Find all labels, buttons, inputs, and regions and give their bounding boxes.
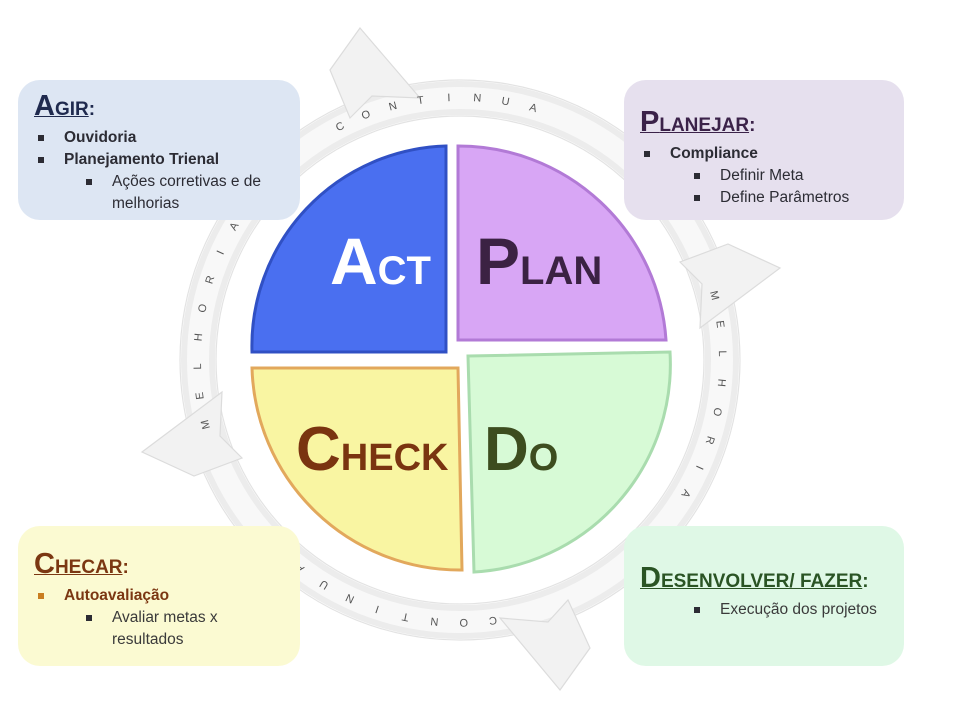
agir-title-colon: : bbox=[88, 99, 96, 120]
ring-arrows bbox=[140, 27, 782, 691]
planejar-subitem-meta: Definir Meta bbox=[690, 165, 888, 187]
planejar-title-colon: : bbox=[749, 115, 756, 136]
checar-title-colon: : bbox=[122, 557, 129, 578]
ring-letter: O bbox=[710, 406, 724, 419]
fazer-subitem-execucao: Execução dos projetos bbox=[690, 599, 888, 621]
planejar-sublist: Definir Meta Define Parâmetros bbox=[690, 165, 888, 209]
ring-arrow-left bbox=[140, 390, 244, 477]
label-do-rest: O bbox=[529, 437, 559, 479]
ring-letter: O bbox=[360, 108, 374, 123]
agir-title-initial: A bbox=[34, 90, 55, 122]
planejar-title-initial: P bbox=[640, 106, 660, 138]
quadrant-check bbox=[250, 366, 464, 572]
label-act-initial: A bbox=[330, 224, 378, 298]
ring-letter: N bbox=[388, 99, 401, 113]
ring-letter: T bbox=[416, 94, 426, 107]
label-plan-rest: LAN bbox=[520, 249, 602, 293]
ring-letter: M bbox=[707, 290, 721, 304]
quadrant-plan bbox=[456, 144, 668, 342]
quadrant-do bbox=[466, 350, 672, 574]
agir-item-ouvidoria: Ouvidoria bbox=[34, 127, 284, 149]
ring-letter: E bbox=[713, 320, 726, 331]
ring-arrow-top bbox=[329, 27, 422, 120]
ring-arrow-bottom bbox=[498, 598, 591, 691]
label-do: DO bbox=[484, 415, 558, 484]
fazer-box: DESENVOLVER/ FAZER: Execução dos projeto… bbox=[624, 526, 904, 666]
ring-letter: L bbox=[192, 361, 204, 369]
checar-title-initial: C bbox=[34, 548, 55, 580]
ring-letter: R bbox=[702, 434, 716, 447]
ring-letter: L bbox=[716, 350, 728, 358]
checar-list: Autoavaliação bbox=[34, 585, 284, 607]
checar-title: CHECAR: bbox=[34, 550, 284, 579]
ring-letter: O bbox=[457, 616, 468, 628]
checar-title-rest: HECAR bbox=[54, 557, 123, 578]
quadrant-act bbox=[250, 144, 448, 354]
ring-arrow-right bbox=[678, 243, 782, 330]
fazer-sublist: Execução dos projetos bbox=[690, 599, 888, 621]
fazer-title: DESENVOLVER/ FAZER: bbox=[640, 564, 888, 593]
label-act-rest: CT bbox=[378, 249, 431, 293]
checar-item-autoavaliacao: Autoavaliação bbox=[34, 585, 284, 607]
planejar-list: Compliance bbox=[640, 143, 888, 165]
ring-letter: I bbox=[447, 92, 453, 104]
label-check: CHECK bbox=[296, 415, 449, 484]
ring-letter: C bbox=[334, 119, 348, 134]
fazer-title-rest: ESENVOLVER/ FAZER bbox=[660, 571, 863, 592]
ring-letter: N bbox=[428, 614, 439, 627]
planejar-box: PLANEJAR: Compliance Definir Meta Define… bbox=[624, 80, 904, 220]
ring-letter: O bbox=[196, 301, 210, 314]
ring-letter: N bbox=[342, 590, 356, 605]
planejar-title-rest: LANEJAR bbox=[659, 115, 750, 136]
agir-title-rest: GIR bbox=[54, 99, 89, 120]
ring-letter: U bbox=[500, 95, 512, 109]
ring-band bbox=[179, 79, 741, 641]
agir-subitem-acoes: Ações corretivas e de melhorias bbox=[82, 171, 284, 215]
label-do-initial: D bbox=[484, 415, 529, 484]
label-act: ACT bbox=[330, 224, 431, 298]
planejar-subitem-parametros: Define Parâmetros bbox=[690, 187, 888, 209]
ring-letter: I bbox=[372, 602, 381, 615]
quadrants bbox=[250, 144, 672, 574]
label-check-initial: C bbox=[296, 415, 341, 484]
ring-letter: I bbox=[215, 247, 228, 257]
ring-letter: T bbox=[399, 609, 410, 623]
ring-letter: H bbox=[193, 331, 206, 342]
fazer-title-initial: D bbox=[640, 562, 661, 594]
ring-letter: H bbox=[715, 378, 728, 389]
ring-letter: I bbox=[692, 463, 705, 473]
ring-letter: A bbox=[528, 102, 540, 116]
ring-letter: E bbox=[194, 389, 207, 400]
checar-box: CHECAR: Autoavaliação Avaliar metas x re… bbox=[18, 526, 300, 666]
planejar-item-compliance: Compliance bbox=[640, 143, 888, 165]
label-check-rest: HECK bbox=[341, 437, 449, 479]
fazer-title-colon: : bbox=[862, 571, 869, 592]
ring-letter: M bbox=[199, 417, 213, 431]
agir-list: Ouvidoria Planejamento Trienal bbox=[34, 127, 284, 171]
checar-subitem-avaliar: Avaliar metas x resultados bbox=[82, 607, 284, 651]
ring-letter: C bbox=[486, 614, 497, 627]
ring-lettering: CONTINUACONTINUAMELHORIAMELHORIACONTINUA… bbox=[192, 92, 728, 628]
ring-letter: N bbox=[473, 92, 484, 105]
label-plan-initial: P bbox=[476, 224, 520, 298]
agir-sublist: Ações corretivas e de melhorias bbox=[82, 171, 284, 215]
planejar-title: PLANEJAR: bbox=[640, 108, 888, 137]
checar-sublist: Avaliar metas x resultados bbox=[82, 607, 284, 651]
agir-item-planejamento: Planejamento Trienal bbox=[34, 149, 284, 171]
agir-box: AGIR: Ouvidoria Planejamento Trienal Açõ… bbox=[18, 80, 300, 220]
label-plan: PLAN bbox=[476, 224, 602, 298]
agir-title: AGIR: bbox=[34, 92, 284, 121]
ring-letter: R bbox=[203, 272, 217, 285]
